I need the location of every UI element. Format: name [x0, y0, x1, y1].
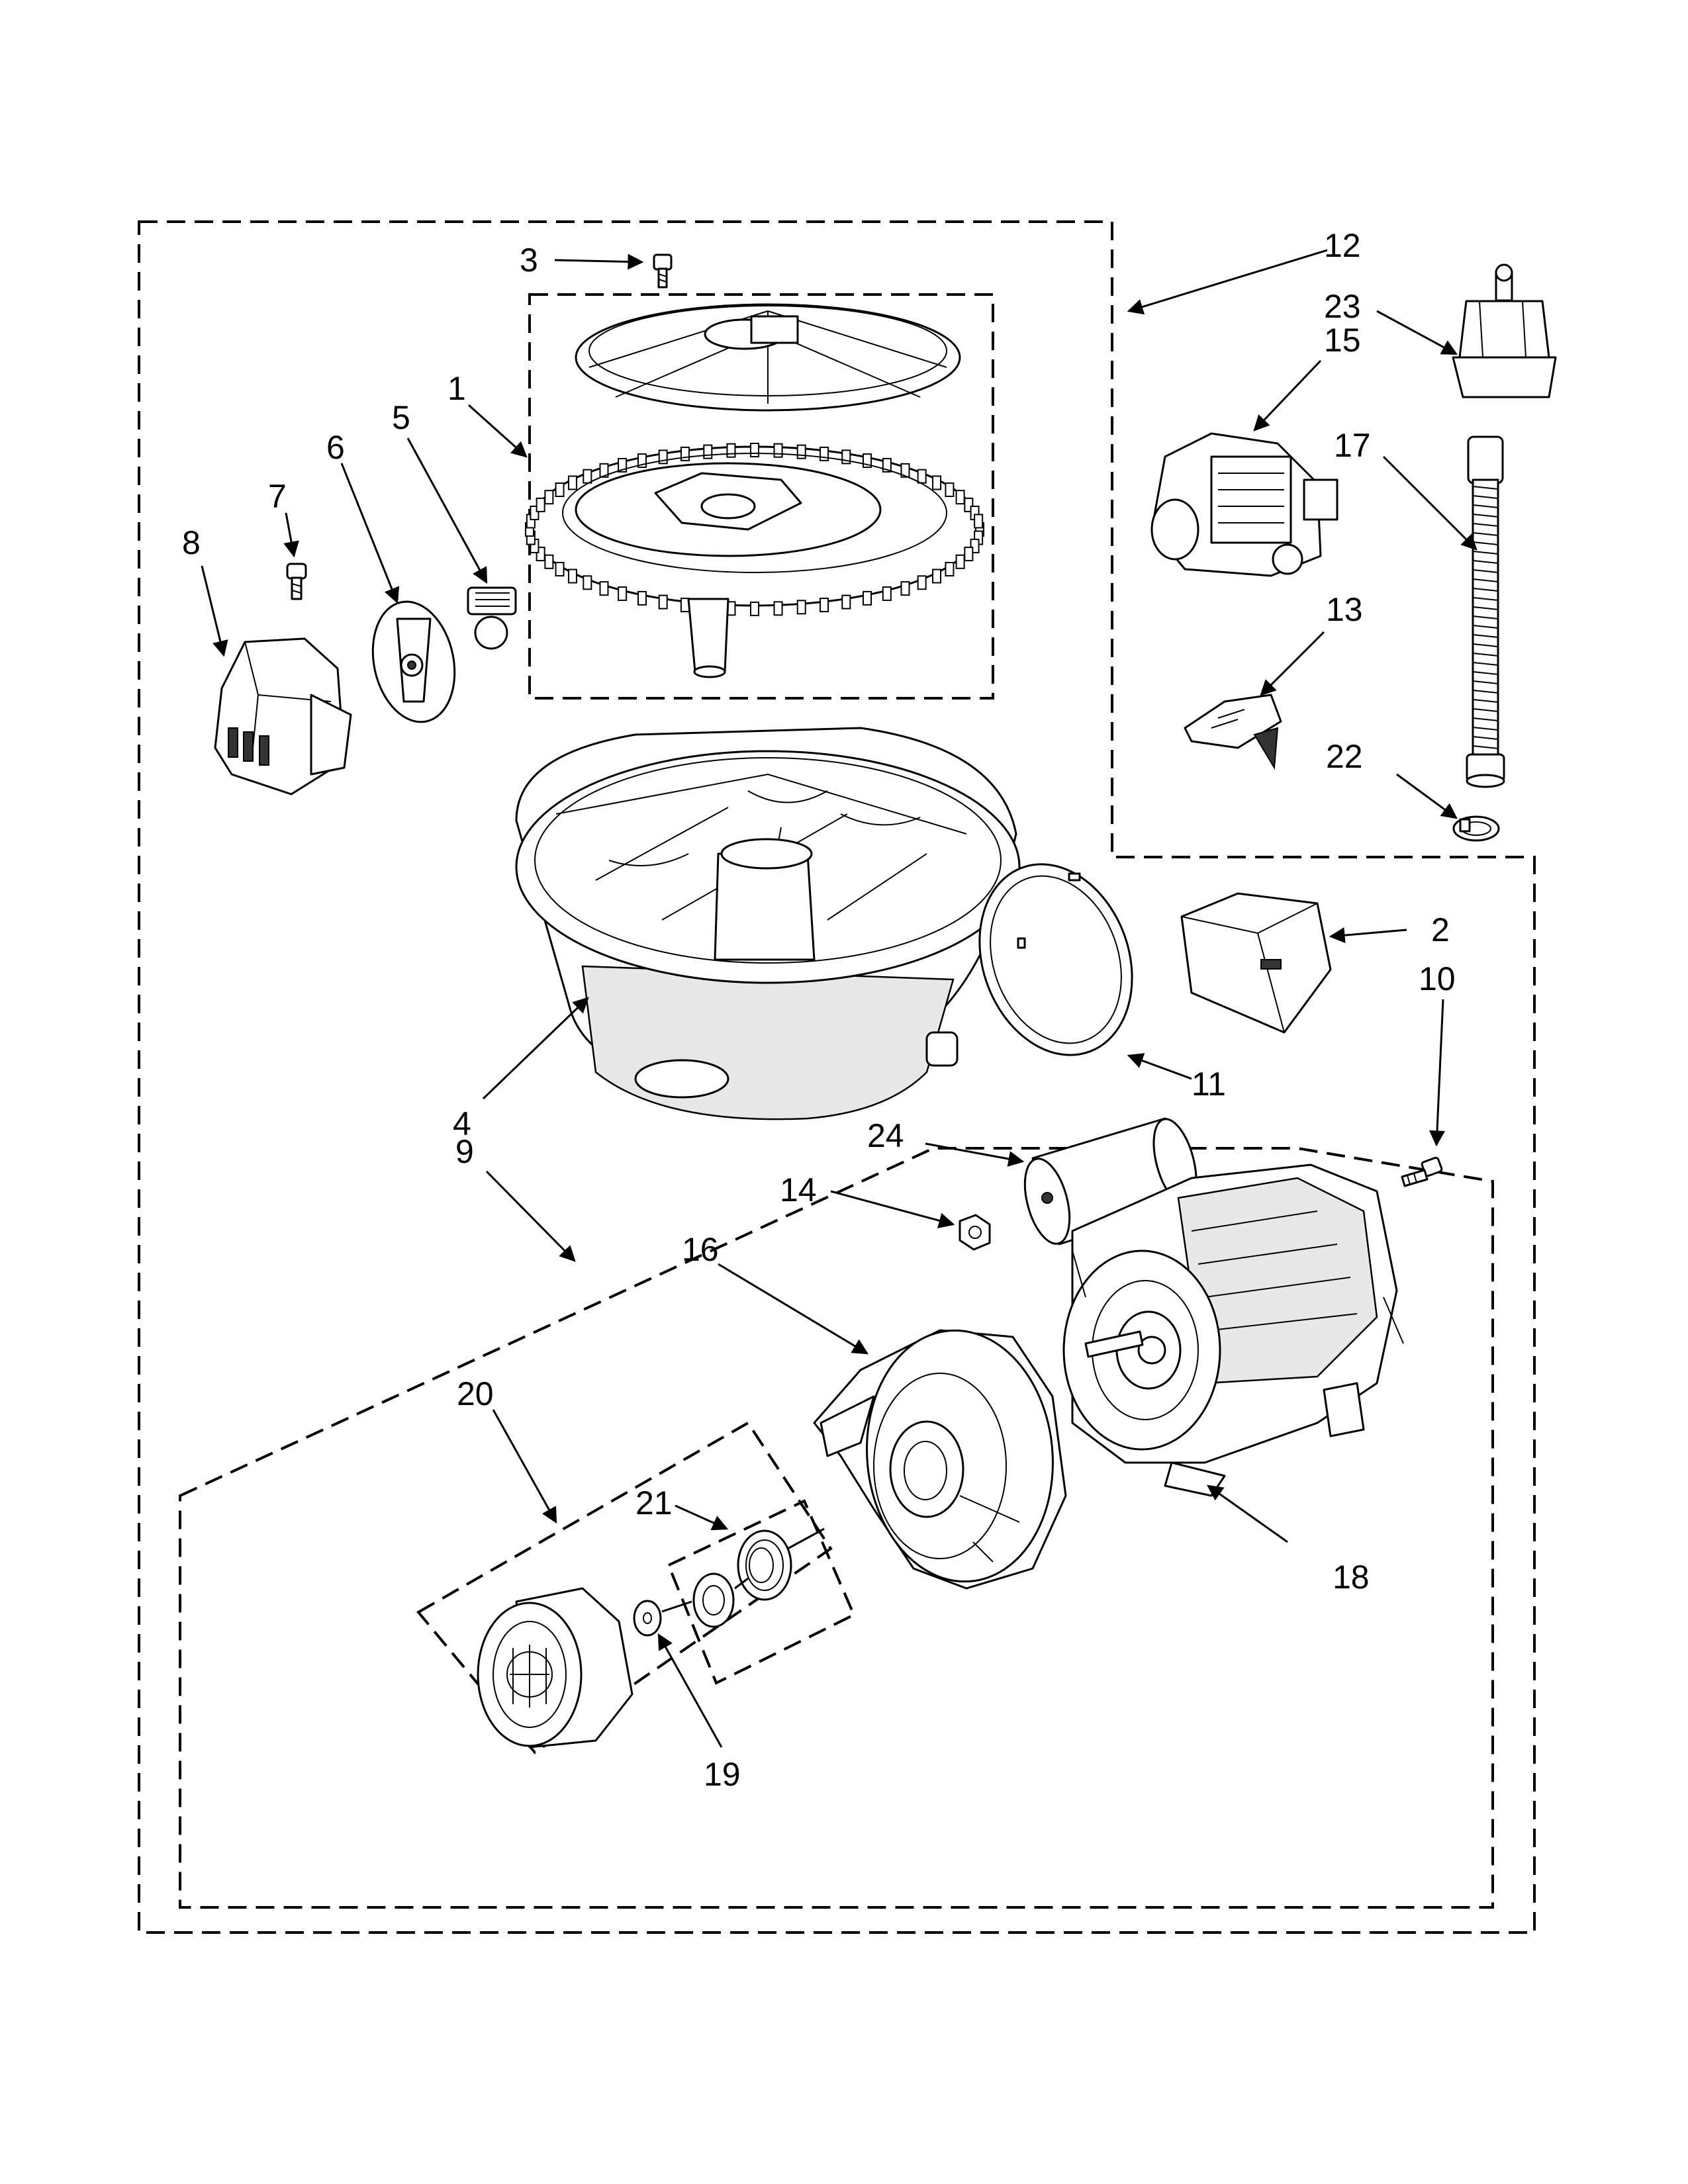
callout-20: 20 — [457, 1375, 494, 1412]
callout-13: 13 — [1326, 591, 1363, 628]
gasket-11-icon — [978, 863, 1133, 1056]
sensor-housing-8-icon — [214, 637, 352, 796]
callout-labels: 3 1 5 6 7 8 4 9 12 23 15 17 13 22 2 10 1… — [182, 227, 1456, 1793]
filter-assembly-boundary — [528, 293, 994, 700]
pump-motor-assembly-boundary — [179, 1147, 1494, 1909]
callout-21: 21 — [635, 1484, 673, 1522]
callout-9: 9 — [455, 1133, 474, 1170]
connector-5-icon — [467, 586, 517, 650]
sump-icon — [515, 727, 1021, 1120]
seal-21-icon — [692, 1527, 825, 1628]
callout-14: 14 — [780, 1171, 817, 1208]
clip-13-icon — [1184, 694, 1282, 770]
filter-top-cover-icon — [575, 303, 961, 412]
hose-17-icon — [1466, 435, 1505, 788]
callout-15: 15 — [1324, 322, 1361, 359]
leader-lines — [201, 249, 1477, 1748]
motor-18-icon — [1062, 1163, 1404, 1497]
impeller-20-icon — [477, 1587, 633, 1749]
valve-23-icon — [1452, 263, 1557, 398]
callout-7: 7 — [268, 478, 287, 515]
clamp-22-icon — [1452, 815, 1500, 842]
screw-7-icon — [286, 563, 307, 600]
callout-19: 19 — [704, 1756, 741, 1793]
washer-19-icon — [633, 1600, 692, 1637]
callout-22: 22 — [1326, 738, 1363, 775]
callout-8: 8 — [182, 524, 201, 561]
callout-16: 16 — [682, 1231, 719, 1268]
callout-17: 17 — [1334, 427, 1371, 464]
screw-3-icon — [653, 253, 673, 289]
callout-1: 1 — [447, 370, 466, 407]
cover-2-icon — [1180, 892, 1332, 1034]
seal-sub-kit-boundary — [667, 1499, 856, 1685]
diverter-motor-15-icon — [1150, 432, 1338, 577]
callout-6: 6 — [326, 429, 345, 466]
callout-2: 2 — [1431, 911, 1450, 948]
callout-18: 18 — [1333, 1559, 1370, 1596]
screw-10-icon — [1401, 1156, 1443, 1187]
callout-24: 24 — [867, 1117, 904, 1154]
disc-6-icon — [371, 600, 456, 723]
callout-12: 12 — [1324, 227, 1361, 264]
callout-5: 5 — [392, 399, 410, 436]
callout-3: 3 — [520, 242, 538, 279]
nut-14-icon — [959, 1214, 991, 1251]
pump-housing-16-icon — [813, 1329, 1067, 1590]
filter-base-icon — [525, 443, 984, 678]
callout-10: 10 — [1419, 960, 1456, 997]
callout-11: 11 — [1192, 1066, 1226, 1103]
callout-4: 4 — [453, 1105, 471, 1142]
outer-assembly-boundary — [138, 220, 1536, 1934]
callout-23: 23 — [1324, 288, 1361, 325]
